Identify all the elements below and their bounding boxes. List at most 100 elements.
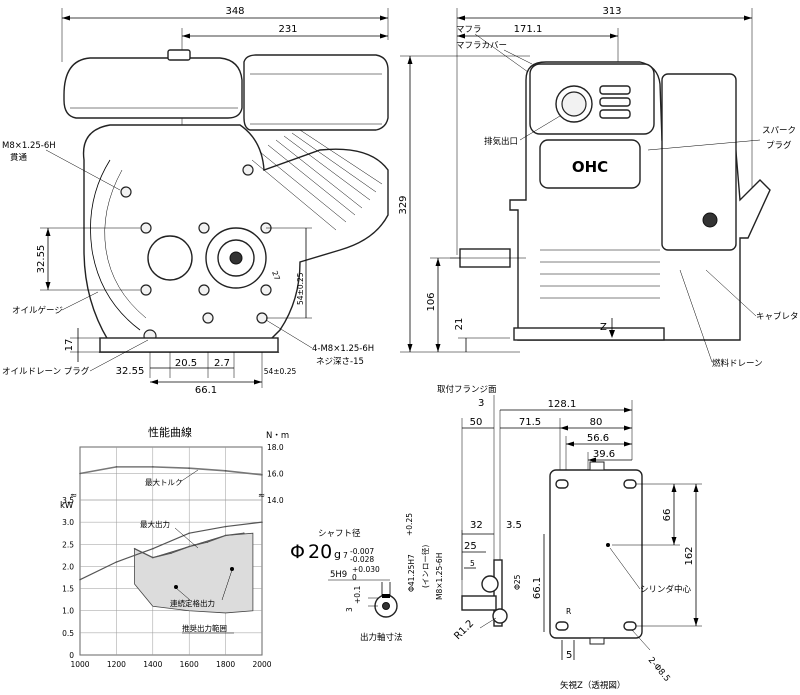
- front-view: 348 231: [2, 6, 389, 396]
- shaft-tol-lower: -0.028: [350, 555, 374, 564]
- bottom-view: 取付フランジ面 3 128.1 50 71.5 80 56.6 39.6 R: [405, 384, 702, 691]
- callout-through: 貫通: [10, 152, 28, 163]
- callout-oil-gauge: オイルゲージ: [12, 305, 63, 316]
- label-max-torque: 最大トルク: [145, 477, 183, 487]
- dim-vertical-right: 54±0.25: [296, 272, 305, 305]
- dim-base-height: 17: [64, 339, 75, 352]
- view-arrow-z: Z: [600, 322, 607, 333]
- recoil-housing: [90, 159, 141, 331]
- dim-muffler-offset: 171.1: [514, 24, 543, 35]
- dim-5-small: 5: [470, 559, 475, 568]
- chart-y-ticks-left: 00.51.01.52.02.53.03.5: [62, 496, 74, 660]
- dim-bolt-spacing-a: 20.5: [175, 358, 197, 369]
- series-point-0: [79, 472, 81, 475]
- key-spec: 5H9: [330, 570, 347, 580]
- y-tick-label-left: 1.5: [62, 585, 74, 594]
- series-point-2: [206, 541, 209, 543]
- series-point-0: [224, 470, 227, 472]
- shaft-tol-lead: 7: [343, 551, 348, 560]
- dim-128-1: 128.1: [548, 399, 577, 410]
- air-cleaner-side: [661, 73, 737, 251]
- shaft-diameter-title: シャフト径: [318, 528, 361, 539]
- dim-shaft-offset: 231: [278, 24, 297, 35]
- x-tick-label: 1600: [180, 660, 199, 669]
- label-spark-plug-1: スパーク: [762, 126, 796, 136]
- air-cleaner: [243, 54, 389, 131]
- key-tol-upper: +0.030: [352, 565, 380, 574]
- chart-ylabel-left: kW: [60, 501, 74, 511]
- thread-hole: [481, 575, 499, 593]
- side-view: 313 171.1 329 106 21 OHC: [398, 6, 799, 369]
- series-point-1: [261, 521, 263, 523]
- x-tick-label: 1000: [70, 660, 89, 669]
- dim-3-5: 3.5: [506, 520, 522, 531]
- label-muffler-cover: マフラカバー: [456, 41, 507, 51]
- shaft-diameter: 20: [308, 541, 332, 563]
- shaft-side: [461, 595, 497, 611]
- label-spark-plug-2: プラグ: [766, 140, 792, 151]
- dim-66-1: 66.1: [532, 577, 543, 599]
- mark-r: R: [566, 607, 571, 616]
- fuel-tank: [63, 57, 243, 119]
- key-depth: 3: [345, 607, 354, 612]
- crankshaft: [229, 251, 243, 265]
- dim-162: 162: [684, 546, 695, 565]
- dim-height-to-center: 32.55: [36, 245, 47, 274]
- series-point-0: [188, 467, 190, 470]
- label-cylinder-center: シリンダ中心: [640, 584, 692, 595]
- series-point-1: [188, 532, 190, 535]
- series-point-2: [188, 545, 190, 548]
- series-point-0: [115, 466, 118, 468]
- dim-66: 66: [662, 509, 673, 522]
- shaft-tol-upper: -0.007: [350, 547, 374, 556]
- fuel-cap: [167, 49, 191, 61]
- dim-r1-2: R1.2: [452, 618, 476, 642]
- series-point-1: [224, 525, 227, 528]
- y-tick-label-right: 16.0: [267, 470, 284, 479]
- thread-note: M8×1.25-6H: [435, 553, 444, 600]
- label-exhaust: 排気出口: [484, 136, 518, 147]
- dim-overall-depth: 313: [602, 6, 621, 17]
- mount-slot: [555, 479, 569, 489]
- x-tick-label: 2000: [252, 660, 271, 669]
- x-tick-label: 1800: [216, 660, 235, 669]
- dim-5-bottom: 5: [566, 650, 572, 661]
- chart-y-ticks-right: 14.016.018.0: [267, 443, 284, 505]
- series-point-2: [170, 552, 172, 554]
- dim-base-width: 66.1: [195, 385, 217, 396]
- inlay-note: (インロー径): [420, 545, 430, 588]
- dim-shaft-height: 106: [426, 292, 437, 311]
- callout-mount-holes: 4-M8×1.25-6H: [312, 344, 374, 354]
- dim-phi-25: Φ25: [513, 574, 522, 590]
- dim-phi-41-25: Φ41.25H7: [407, 554, 416, 592]
- series-point-2: [133, 547, 136, 550]
- shaft-tolerance-class: g: [334, 548, 341, 561]
- shaft-phi: Φ: [290, 541, 305, 563]
- y-tick-label-right: 18.0: [267, 443, 284, 452]
- bottom-view-caption: 矢視Z（透視図）: [560, 680, 625, 691]
- label-flange-face: 取付フランジ面: [437, 384, 497, 395]
- chart-title: 性能曲線: [148, 425, 192, 439]
- y-tick-label-left: 2.5: [62, 540, 74, 549]
- flange-section: [493, 559, 503, 627]
- dim-3: 3: [478, 398, 484, 409]
- dim-50: 50: [470, 417, 483, 428]
- mount-slot: [623, 621, 637, 631]
- flange-mark: 27: [270, 270, 282, 282]
- y-tick-label-left: 0: [69, 651, 74, 660]
- label-max-power: 最大出力: [140, 519, 170, 529]
- side-fins: [540, 249, 660, 299]
- label-muffler: マフラ: [456, 25, 482, 35]
- label-fuel-drain: 燃料ドレーン: [712, 358, 763, 369]
- dim-80: 80: [590, 417, 603, 428]
- series-point-1: [152, 547, 154, 550]
- recommended-range-band: [134, 532, 254, 614]
- label-recommended-range: 推奨出力範囲: [182, 623, 227, 633]
- base-plate: [549, 469, 643, 639]
- dim-base-offset-left: 32.55: [116, 366, 145, 377]
- key-depth-tol: +0.1: [353, 586, 362, 604]
- recommended-range-area: [134, 532, 254, 614]
